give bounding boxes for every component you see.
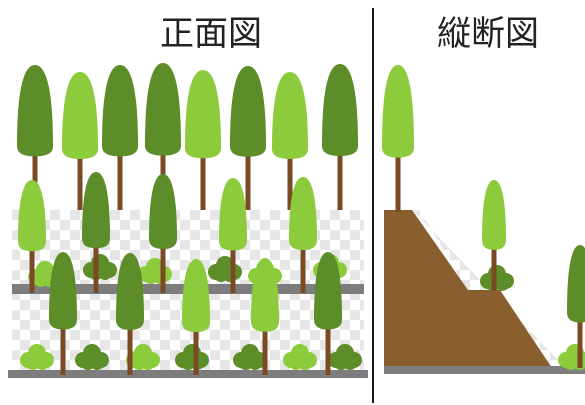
tree-icon	[314, 252, 342, 375]
section-ground-line	[384, 366, 585, 374]
cross-section-panel	[382, 65, 585, 374]
tree-icon	[219, 178, 247, 293]
tree-icon	[289, 177, 317, 293]
tree-icon	[116, 253, 144, 375]
tree-icon	[18, 180, 46, 293]
front-view-title: 正面図	[160, 14, 262, 54]
cross-section-title: 縦断図	[437, 14, 539, 54]
tree-icon	[230, 66, 266, 210]
shrub-icon	[75, 344, 109, 370]
panel-divider	[372, 8, 374, 403]
tree-icon	[82, 172, 110, 293]
tree-icon	[185, 70, 221, 210]
tree-icon	[567, 245, 585, 368]
shrub-icon	[480, 265, 514, 291]
tree-icon	[182, 259, 210, 375]
tree-icon	[272, 72, 308, 210]
tree-icon	[382, 65, 414, 212]
tree-icon	[17, 65, 53, 210]
front-view-panel	[8, 63, 368, 378]
tree-icon	[49, 252, 77, 375]
ground-line	[8, 370, 368, 378]
shrub-icon	[20, 344, 54, 370]
shrub-icon	[283, 344, 317, 370]
tree-icon	[102, 65, 138, 210]
tree-icon	[482, 180, 506, 291]
soil-section	[384, 210, 552, 368]
tree-icon	[62, 72, 98, 210]
tree-icon	[251, 258, 279, 375]
shrub-icon	[328, 344, 362, 370]
shrub-icon	[126, 344, 160, 370]
tree-icon	[322, 64, 358, 210]
tree-icon	[149, 174, 177, 293]
